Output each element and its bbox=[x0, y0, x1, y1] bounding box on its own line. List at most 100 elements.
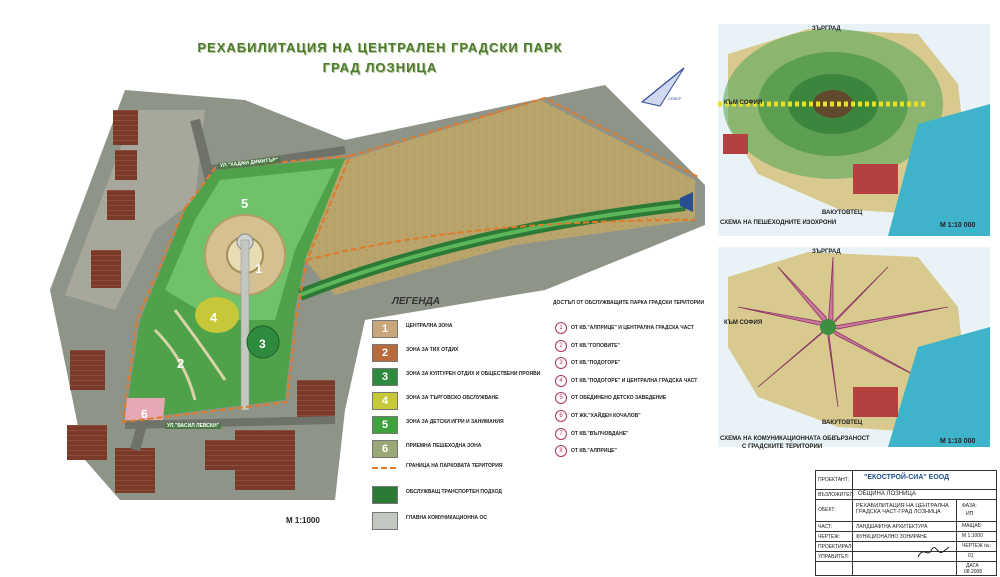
tb-date: 08.2008 bbox=[964, 569, 983, 575]
tb-object-label: ОБЕКТ: bbox=[818, 507, 836, 513]
legend-swatch: 1 bbox=[372, 320, 398, 338]
building bbox=[115, 150, 137, 180]
north-label: СЕВЕР bbox=[668, 96, 682, 101]
tb-part-label: ЧАСТ: bbox=[818, 524, 833, 530]
tb-designer-label: ПРОЕКТАНТ: bbox=[818, 477, 850, 483]
street-label-bottom: УЛ."ВАСИЛ ЛЕВСКИ" bbox=[165, 423, 222, 429]
tb-sheet-label: ЧЕРТЕЖ №: bbox=[962, 543, 991, 549]
tb-drawing-label: ЧЕРТЕЖ: bbox=[818, 534, 841, 540]
legend-swatch: 5 bbox=[372, 416, 398, 434]
access-label: ОТ ЖК."ХАЙДЕН КОЧАЛОВ" bbox=[571, 413, 641, 419]
legend-swatch: 2 bbox=[372, 344, 398, 362]
legend-item-label: ЗОНА ЗА ДЕТСКИ ИГРИ И ЗАНИМАНИЯ bbox=[406, 419, 504, 425]
access-item: 6 ОТ ЖК."ХАЙДЕН КОЧАЛОВ" bbox=[555, 410, 715, 422]
building bbox=[113, 110, 138, 145]
legend-boundary-label: ГРАНИЦА НА ПАРКОВАТА ТЕРИТОРИЯ bbox=[406, 463, 503, 469]
inset2-scale: М 1:10 000 bbox=[940, 438, 976, 445]
tb-object: РЕХАБИЛИТАЦИЯ НА ЦЕНТРАЛНА ГРАДСКА ЧАСТ-… bbox=[856, 503, 949, 515]
plan-title: РЕХАБИЛИТАЦИЯ НА ЦЕНТРАЛЕН ГРАДСКИ ПАРК bbox=[197, 40, 563, 55]
access-number: 1 bbox=[555, 322, 567, 334]
tb-phase: ИП bbox=[966, 511, 974, 517]
access-title: ДОСТЪП ОТ ОБСЛУЖВАЩИТЕ ПАРКА ГРАДСКИ ТЕР… bbox=[553, 300, 705, 306]
legend-swatch: 6 bbox=[372, 440, 398, 458]
boundary-line-icon bbox=[372, 467, 396, 469]
tb-scale-label: МАЩАБ: bbox=[962, 523, 983, 529]
access-number: 5 bbox=[555, 392, 567, 405]
legend-item-label: ПРИЕМНА ПЕШЕХОДНА ЗОНА bbox=[406, 443, 482, 449]
inset2-street-1: ЗЪРГРАД bbox=[812, 249, 841, 255]
access-label: ОТ КВ."АЛПРИЦЕ" И ЦЕНТРАЛНА ГРАДСКА ЧАСТ bbox=[571, 325, 694, 331]
building bbox=[70, 350, 105, 390]
svg-text:2: 2 bbox=[177, 356, 184, 371]
legend-swatch: 3 bbox=[372, 368, 398, 386]
title-block: ПРОЕКТАНТ: "ЕКОСТРОЙ-СИА" ЕООД ВЪЗЛОЖИТЕ… bbox=[815, 470, 997, 576]
building bbox=[297, 380, 335, 418]
svg-text:4: 4 bbox=[210, 310, 218, 325]
signature-icon bbox=[917, 546, 950, 558]
legend-axis-label: ГЛАВНА КОМУНИКАЦИОННА ОС bbox=[406, 515, 487, 521]
main-axis bbox=[240, 239, 250, 411]
tb-client-label: ВЪЗЛОЖИТЕЛ: bbox=[818, 492, 855, 498]
main-scale: М 1:1000 bbox=[286, 516, 320, 525]
access-number: 3 bbox=[555, 357, 567, 370]
access-label: ОТ КВ."ПОДОГОРЕ" bbox=[571, 360, 621, 367]
inset1-caption: СХЕМА НА ПЕШЕХОДНИТЕ ИЗОХРОНИ bbox=[720, 220, 837, 226]
access-item: 8 ОТ КВ."АЛПРИЦЕ" bbox=[555, 445, 715, 458]
access-number: 2 bbox=[555, 339, 567, 352]
legend-transport: ОБСЛУЖВАЩ ТРАНСПОРТЕН ПОДХОД bbox=[372, 486, 692, 504]
access-label: ОТ КВ."ПОДОГОРЕ" И ЦЕНТРАЛНА ГРАДСКА ЧАС… bbox=[571, 377, 698, 384]
access-label: ОТ КВ."ВЪЛЧОВДАНЕ" bbox=[571, 430, 629, 437]
legend-item: 3 ЗОНА ЗА КУЛТУРЕН ОТДИХ И ОБЩЕСТВЕНИ ПРО… bbox=[372, 368, 692, 386]
svg-text:6: 6 bbox=[141, 407, 148, 421]
inset1-street-1: ЗЪРГРАД bbox=[812, 26, 841, 32]
access-label: ОТ КВ."ГОПОВИТЕ" bbox=[571, 342, 620, 349]
legend-item-label: ЗОНА ЗА КУЛТУРЕН ОТДИХ И ОБЩЕСТВЕНИ ПРОЯ… bbox=[406, 371, 541, 377]
north-arrow-icon bbox=[640, 67, 685, 107]
tb-phase-label: ФАЗА: bbox=[962, 503, 977, 509]
legend-item: 6 ПРИЕМНА ПЕШЕХОДНА ЗОНА bbox=[372, 440, 692, 458]
legend-boundary: ГРАНИЦА НА ПАРКОВАТА ТЕРИТОРИЯ bbox=[372, 460, 692, 476]
legend-transport-label: ОБСЛУЖВАЩ ТРАНСПОРТЕН ПОДХОД bbox=[406, 489, 502, 495]
site-plan-map: 1 2 3 4 5 6 bbox=[50, 85, 705, 500]
legend-item-label: ЗОНА ЗА ТЪРГОВСКО ОБСЛУЖВАНЕ bbox=[406, 395, 499, 401]
access-number: 8 bbox=[555, 445, 567, 458]
access-label: ОТ КВ."АЛПРИЦЕ" bbox=[571, 448, 617, 455]
inset2-caption-2: С ГРАДСКИТЕ ТЕРИТОРИИ bbox=[742, 444, 823, 450]
legend-axis: ГЛАВНА КОМУНИКАЦИОННА ОС bbox=[372, 512, 692, 530]
building bbox=[235, 430, 295, 490]
tb-scale: М 1:1000 bbox=[962, 533, 983, 539]
tb-designed-label: ПРОЕКТИРАЛ: bbox=[818, 544, 853, 550]
svg-text:5: 5 bbox=[241, 196, 248, 211]
inset-isochrones-map bbox=[718, 24, 990, 236]
access-item: 2 ОТ КВ."ГОПОВИТЕ" bbox=[555, 339, 715, 352]
sand-zone bbox=[300, 100, 695, 295]
transport-icon bbox=[372, 486, 398, 504]
access-number: 4 bbox=[555, 374, 567, 387]
axis-icon bbox=[372, 512, 398, 530]
inset1-street-3: ВАКУТОВТЕЦ bbox=[822, 210, 863, 216]
legend-item: 5 ЗОНА ЗА ДЕТСКИ ИГРИ И ЗАНИМАНИЯ bbox=[372, 416, 692, 434]
access-item: 3 ОТ КВ."ПОДОГОРЕ" bbox=[555, 357, 715, 370]
svg-text:3: 3 bbox=[259, 337, 266, 351]
building bbox=[67, 425, 107, 460]
access-item: 7 ОТ КВ."ВЪЛЧОВДАНЕ" bbox=[555, 427, 715, 440]
tb-checked-label: УПРАВИТЕЛ: bbox=[818, 554, 850, 560]
access-item: 4 ОТ КВ."ПОДОГОРЕ" И ЦЕНТРАЛНА ГРАДСКА ЧА… bbox=[555, 374, 715, 387]
inset2-street-3: ВАКУТОВТЕЦ bbox=[822, 420, 863, 426]
inset2-street-2: КЪМ СОФИЯ bbox=[724, 320, 763, 326]
legend-item: 2 ЗОНА ЗА ТИХ ОТДИХ bbox=[372, 344, 692, 362]
legend-item-label: ЗОНА ЗА ТИХ ОТДИХ bbox=[406, 347, 459, 353]
inset-communication-map bbox=[718, 247, 990, 447]
building bbox=[115, 448, 155, 493]
tb-part: ЛАНДШАФТНА АРХИТЕКТУРА bbox=[856, 524, 928, 530]
inset1-street-2: КЪМ СОФИЯ bbox=[724, 100, 763, 106]
inset1-scale: М 1:10 000 bbox=[940, 222, 976, 229]
access-number: 7 bbox=[555, 427, 567, 440]
plan-subtitle: ГРАД ЛОЗНИЦА bbox=[322, 60, 438, 75]
access-number: 6 bbox=[555, 410, 567, 422]
svg-text:1: 1 bbox=[255, 261, 262, 276]
building bbox=[91, 250, 121, 288]
